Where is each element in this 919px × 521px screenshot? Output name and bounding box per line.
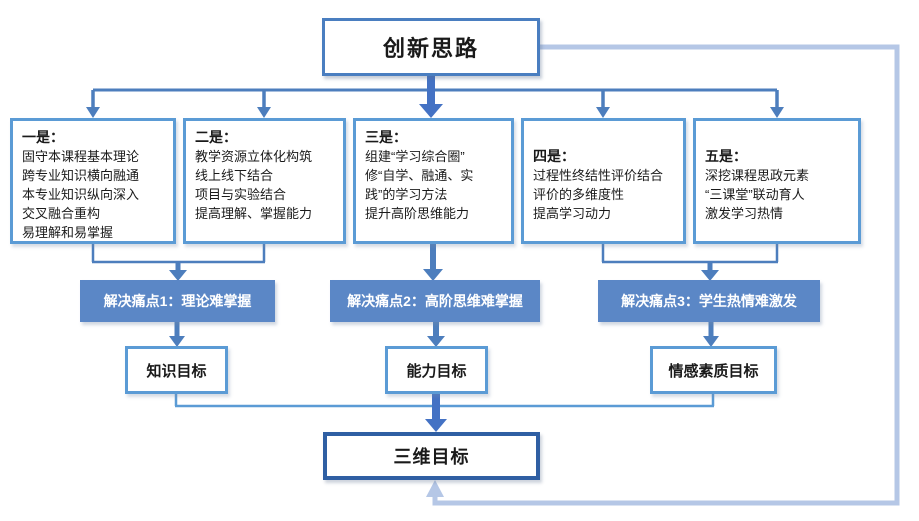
final-goal-label: 三维目标 bbox=[393, 447, 470, 467]
strategy-5-heading: 五是： bbox=[705, 148, 747, 164]
painpoint-bar-3: 解决痛点3：学生热情难激发 bbox=[598, 280, 820, 322]
strategy-2-heading: 二是： bbox=[195, 129, 237, 145]
connector-strategies12-to-painpoint1 bbox=[91, 244, 266, 281]
painpoint-2-label: 解决痛点2：高阶思维难掌握 bbox=[347, 293, 523, 309]
strategy-5-lines: 深挖课程思政元素 “三课堂”联动育人 激发学习热情 bbox=[705, 168, 810, 221]
connector-strategy3-to-painpoint2 bbox=[423, 244, 443, 281]
strategy-box-5: 五是： 深挖课程思政元素 “三课堂”联动育人 激发学习热情 bbox=[693, 118, 861, 244]
strategy-1-lines: 固守本课程基本理论 跨专业知识横向融通 本专业知识纵向深入 交叉融合重构 易理解… bbox=[22, 149, 140, 240]
title-label: 创新思路 bbox=[382, 36, 479, 61]
strategy-box-1: 一是： 固守本课程基本理论 跨专业知识横向融通 本专业知识纵向深入 交叉融合重构… bbox=[10, 118, 176, 244]
goal-box-knowledge: 知识目标 bbox=[125, 346, 228, 394]
connector-painpoints-to-goals bbox=[169, 322, 719, 347]
goal-knowledge-label: 知识目标 bbox=[146, 362, 207, 380]
strategy-box-3: 三是： 组建“学习综合圈” 修“自学、融通、实 践”的学习方法 提升高阶思维能力 bbox=[353, 118, 514, 244]
connector-goals-to-final bbox=[174, 394, 715, 432]
strategy-1-heading: 一是： bbox=[22, 129, 64, 145]
strategy-3-lines: 组建“学习综合圈” 修“自学、融通、实 践”的学习方法 提升高阶思维能力 bbox=[365, 149, 474, 221]
strategy-box-4: 四是： 过程性终结性评价结合 评价的多维度性 提高学习动力 bbox=[521, 118, 686, 244]
goal-emotion-label: 情感素质目标 bbox=[668, 362, 759, 380]
strategy-2-lines: 教学资源立体化构筑 线上线下结合 项目与实验结合 提高理解、掌握能力 bbox=[195, 149, 313, 221]
painpoint-bar-1: 解决痛点1：理论难掌握 bbox=[80, 280, 275, 322]
painpoint-3-label: 解决痛点3：学生热情难激发 bbox=[621, 293, 797, 309]
title-node: 创新思路 bbox=[322, 18, 540, 76]
strategy-4-lines: 过程性终结性评价结合 评价的多维度性 提高学习动力 bbox=[533, 168, 664, 221]
strategy-4-heading: 四是： bbox=[533, 148, 575, 164]
strategy-box-2: 二是： 教学资源立体化构筑 线上线下结合 项目与实验结合 提高理解、掌握能力 bbox=[183, 118, 346, 244]
connector-strategies45-to-painpoint3 bbox=[601, 244, 779, 281]
painpoint-1-label: 解决痛点1：理论难掌握 bbox=[103, 293, 252, 309]
goal-ability-label: 能力目标 bbox=[406, 362, 467, 380]
connector-title-to-strategies bbox=[86, 76, 784, 118]
feedback-loop-connector bbox=[426, 44, 900, 506]
final-goal-node: 三维目标 bbox=[323, 432, 540, 480]
strategy-3-heading: 三是： bbox=[365, 129, 407, 145]
painpoint-bar-2: 解决痛点2：高阶思维难掌握 bbox=[330, 280, 540, 322]
goal-box-ability: 能力目标 bbox=[385, 346, 488, 394]
goal-box-emotion: 情感素质目标 bbox=[650, 346, 777, 394]
